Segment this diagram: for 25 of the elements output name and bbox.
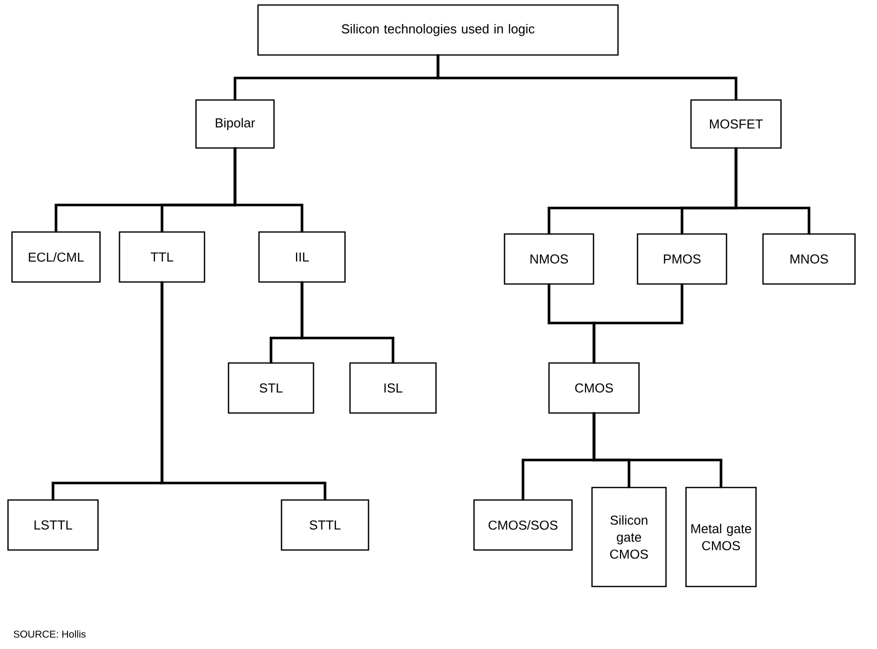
connector-line (592, 412, 722, 488)
process-box: STL (228, 362, 314, 414)
process-box: TTL (118, 231, 206, 283)
process-box: Bipolar (195, 99, 275, 149)
process-box: MOSFET (690, 99, 782, 149)
connector-line (160, 281, 326, 501)
process-box: STTL (280, 499, 370, 551)
connector-line (592, 283, 684, 364)
process-box: CMOS/SOS (473, 499, 573, 551)
process-box: Silicon technologies used in logic (257, 4, 619, 56)
process-box: CMOS (548, 362, 640, 414)
process-box: PMOS (636, 233, 728, 285)
process-box: MNOS (762, 233, 856, 285)
connector-line (300, 281, 394, 364)
process-box: IIL (258, 231, 346, 283)
connector-line (234, 147, 304, 233)
process-box: ISL (349, 362, 437, 414)
process-box: NMOS (504, 233, 594, 285)
connector-line (436, 54, 738, 101)
connector-line (734, 147, 810, 235)
process-box: LSTTL (7, 499, 99, 551)
process-box: Metal gate CMOS (685, 486, 757, 588)
process-box: Silicon gate CMOS (591, 486, 667, 588)
source-note: SOURCE: Hollis (14, 630, 86, 638)
process-box: ECL/CML (11, 231, 101, 283)
